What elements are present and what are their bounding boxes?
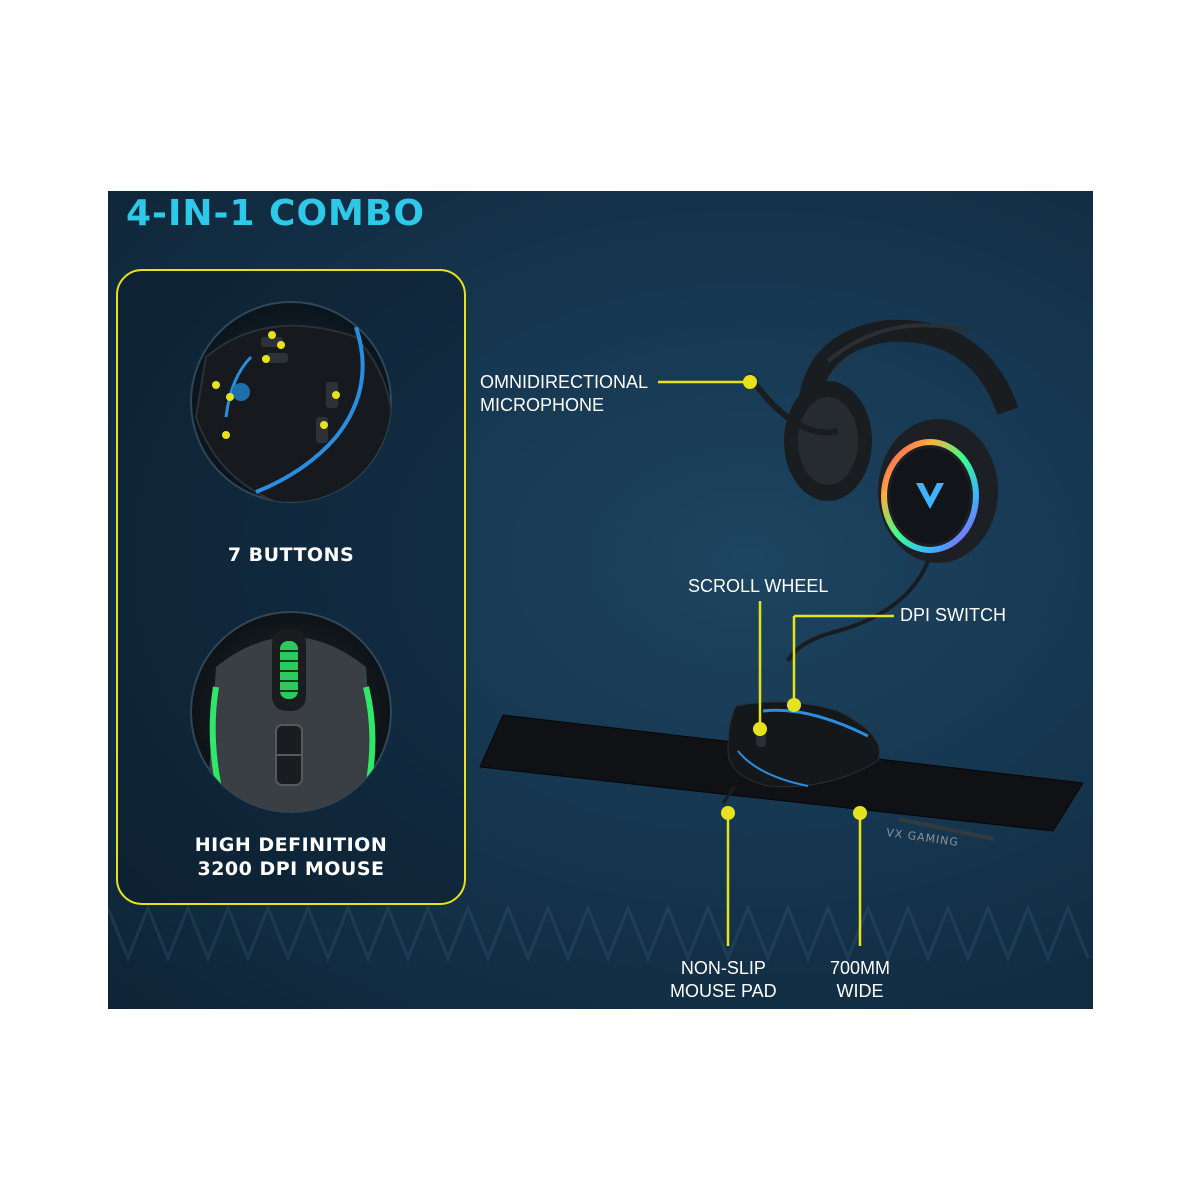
callout-microphone: OMNIDIRECTIONAL MICROPHONE	[480, 371, 648, 417]
mouse-top-view-image	[190, 611, 392, 813]
product-illustration	[479, 319, 1084, 946]
feature-dpi-line1: HIGH DEFINITION	[194, 834, 388, 856]
mouse-side-view-image	[190, 301, 392, 503]
background-pattern	[108, 903, 1090, 963]
callout-mouse-pad: NON-SLIP MOUSE PAD	[670, 957, 777, 1003]
banner-title: 4-IN-1 COMBO	[126, 193, 425, 234]
callout-scroll-wheel: SCROLL WHEEL	[688, 576, 829, 596]
features-panel: 7 BUTTONS	[116, 269, 466, 905]
feature-dpi-caption: HIGH DEFINITION 3200 DPI MOUSE	[118, 833, 464, 881]
feature-dpi-line2: 3200 DPI MOUSE	[197, 858, 385, 880]
callout-microphone-line2: MICROPHONE	[480, 395, 605, 415]
callout-mouse-pad-line2: MOUSE PAD	[670, 981, 777, 1001]
callout-microphone-line1: OMNIDIRECTIONAL	[480, 372, 649, 392]
callout-width-line2: WIDE	[836, 981, 884, 1001]
callout-mouse-pad-line1: NON-SLIP	[680, 958, 766, 978]
feature-buttons-caption: 7 BUTTONS	[227, 544, 355, 566]
callout-dpi-switch: DPI SWITCH	[900, 605, 1006, 625]
callout-width-line1: 700MM	[829, 958, 891, 978]
callout-width: 700MM WIDE	[820, 957, 900, 1003]
product-banner: 4-IN-1 COMBO	[108, 191, 1093, 1009]
